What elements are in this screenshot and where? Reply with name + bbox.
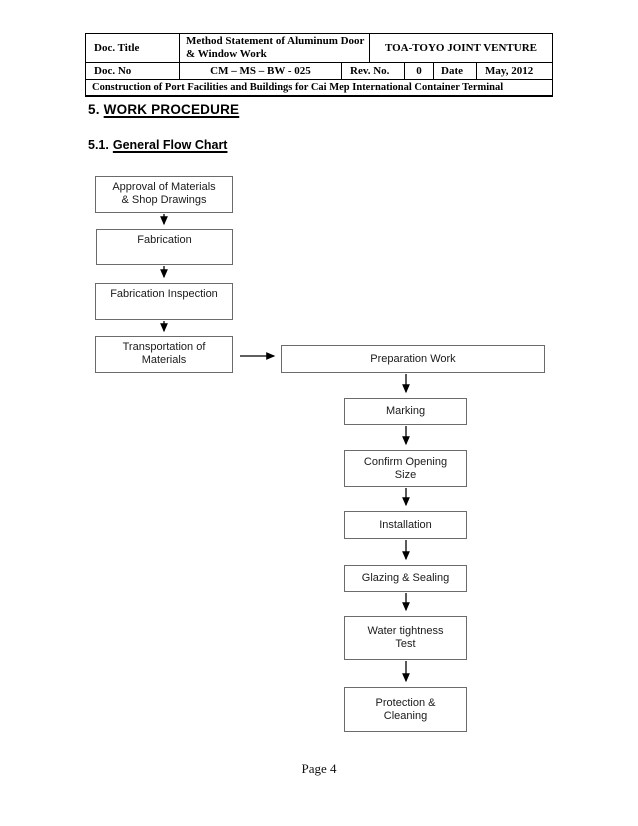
flow-box-preparation-work: Preparation Work	[281, 345, 545, 373]
subsection-number: 5.1.	[88, 138, 109, 152]
flow-box-water-tightness-test: Water tightness Test	[344, 616, 467, 660]
company-name: TOA-TOYO JOINT VENTURE	[369, 34, 552, 62]
flow-box-approval-of-materials: Approval of Materials & Shop Drawings	[95, 176, 233, 213]
flow-box-confirm-opening-size: Confirm Opening Size	[344, 450, 467, 487]
project-name: Construction of Port Facilities and Buil…	[92, 82, 504, 93]
flow-box-fabrication-inspection: Fabrication Inspection	[95, 283, 233, 320]
doc-no-value: CM – MS – BW - 025	[179, 63, 341, 79]
doc-title-label: Doc. Title	[94, 42, 140, 54]
subsection-title: General Flow Chart	[112, 138, 228, 152]
flow-box-transportation-of-materials: Transportation of Materials	[95, 336, 233, 373]
date-label: Date	[433, 63, 476, 79]
document-header-table: Doc. Title Method Statement of Aluminum …	[85, 33, 553, 97]
flow-box-marking: Marking	[344, 398, 467, 425]
date-value: May, 2012	[476, 63, 552, 79]
subsection-heading: 5.1.General Flow Chart	[88, 138, 227, 152]
header-row-project: Construction of Port Facilities and Buil…	[86, 79, 552, 95]
doc-no-label: Doc. No	[94, 65, 132, 77]
rev-no-label: Rev. No.	[341, 63, 404, 79]
section-title: WORK PROCEDURE	[103, 102, 240, 117]
flow-box-installation: Installation	[344, 511, 467, 539]
flow-box-glazing-sealing: Glazing & Sealing	[344, 565, 467, 592]
doc-title-value: Method Statement of Aluminum Door & Wind…	[179, 34, 369, 62]
rev-no-value: 0	[404, 63, 433, 79]
header-row-title: Doc. Title Method Statement of Aluminum …	[86, 34, 552, 62]
flow-box-fabrication: Fabrication	[96, 229, 233, 265]
page-number: Page 4	[301, 761, 337, 776]
header-row-docno: Doc. No CM – MS – BW - 025 Rev. No. 0 Da…	[86, 62, 552, 79]
flow-box-protection-cleaning: Protection & Cleaning	[344, 687, 467, 732]
section-heading: 5.WORK PROCEDURE	[88, 102, 239, 117]
section-number: 5.	[88, 102, 100, 117]
